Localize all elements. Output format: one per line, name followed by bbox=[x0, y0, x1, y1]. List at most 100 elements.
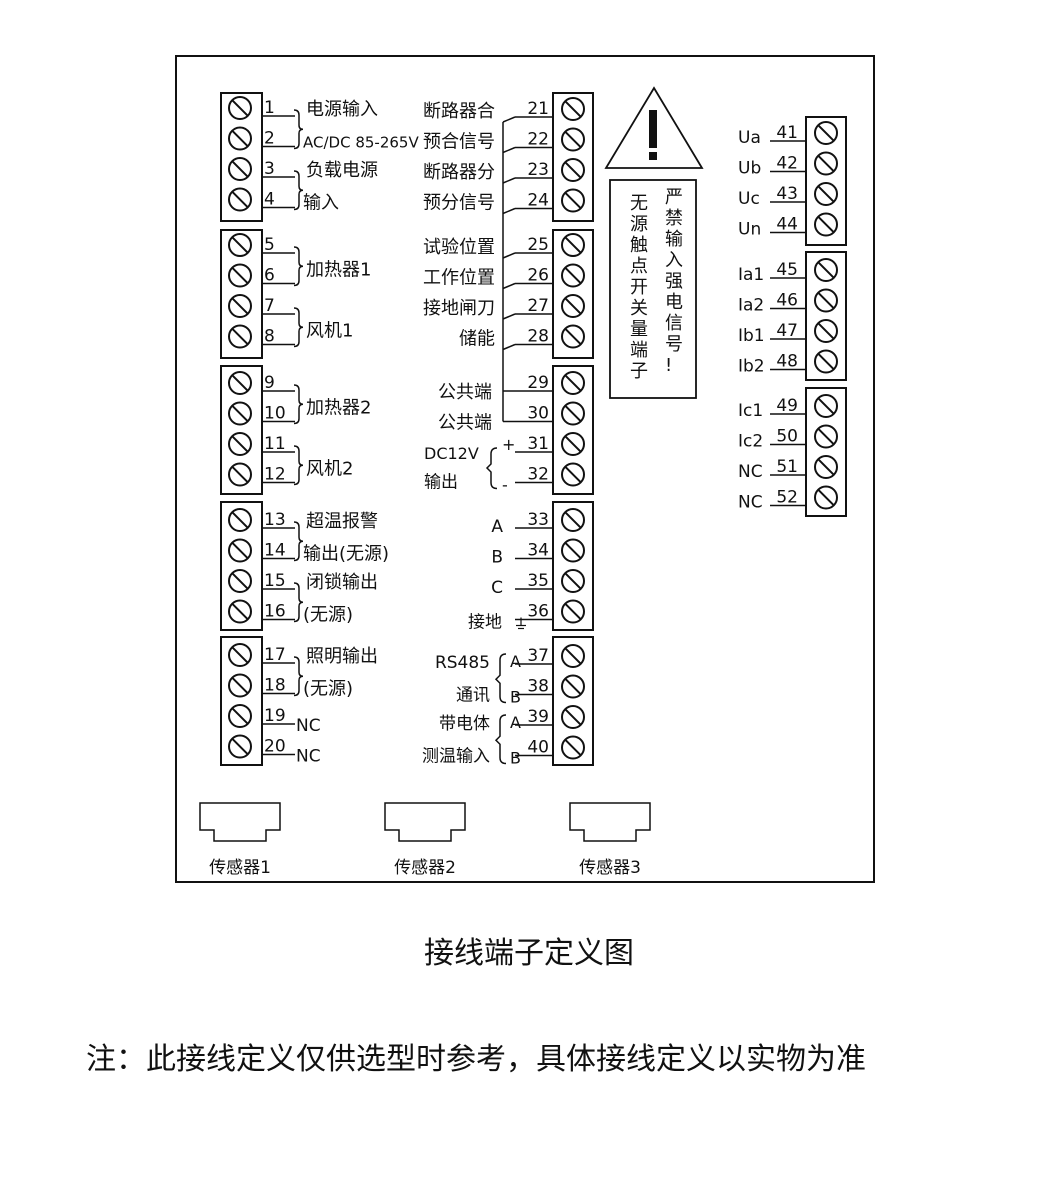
warning-icon-bar bbox=[649, 110, 657, 148]
terminal-number: 6 bbox=[264, 266, 275, 286]
terminal-number: 52 bbox=[776, 488, 798, 508]
comm-label: RS485 bbox=[435, 653, 490, 673]
footnote: 注：此接线定义仅供选型时参考，具体接线定义以实物为准 bbox=[86, 1042, 866, 1077]
terminal-number: 47 bbox=[776, 321, 798, 341]
warning-icon bbox=[604, 86, 704, 169]
terminal-number: 10 bbox=[264, 404, 286, 424]
screw-slot bbox=[564, 738, 582, 757]
screw-slot bbox=[231, 511, 249, 529]
screw-slot bbox=[564, 435, 582, 453]
warning-icon-dot bbox=[649, 152, 657, 160]
terminal-number: 34 bbox=[527, 541, 549, 561]
ab-label: B bbox=[510, 749, 521, 768]
group-label: (无源) bbox=[303, 605, 353, 626]
screw-slot bbox=[231, 602, 249, 621]
ground-label: 接地 bbox=[468, 613, 502, 633]
screw-slot bbox=[564, 191, 582, 210]
screw-slot bbox=[231, 465, 249, 484]
screw-slot bbox=[231, 129, 249, 148]
warning-text: 端 bbox=[630, 340, 648, 361]
warning-text: 强 bbox=[665, 271, 683, 292]
terminal-number: 17 bbox=[264, 645, 286, 665]
screw-slot bbox=[817, 124, 835, 142]
terminal-number: 48 bbox=[776, 352, 798, 372]
sensor-port-icon bbox=[569, 802, 651, 842]
warning-text: 源 bbox=[630, 214, 648, 235]
phase-label: Uc bbox=[738, 189, 760, 209]
terminal-number: 35 bbox=[527, 571, 549, 591]
phase-label: Ub bbox=[738, 159, 761, 179]
polarity-label: + bbox=[502, 435, 515, 454]
terminal-number: 36 bbox=[527, 602, 549, 622]
screw-slot bbox=[817, 154, 835, 173]
group-label: 超温报警 bbox=[306, 511, 378, 532]
terminal-number: 14 bbox=[264, 541, 286, 561]
group-label: AC/DC 85-265V bbox=[303, 134, 419, 152]
warning-text: 无 bbox=[630, 193, 648, 214]
group-brace bbox=[293, 307, 304, 348]
comm-label: 通讯 bbox=[456, 686, 490, 706]
terminal-number: 26 bbox=[527, 266, 549, 286]
screw-slot bbox=[564, 677, 582, 696]
screw-slot bbox=[817, 397, 835, 415]
sensor-label: 传感器2 bbox=[394, 858, 456, 878]
phase-label: Ia1 bbox=[738, 265, 764, 285]
sensor-port-icon bbox=[199, 802, 281, 842]
group-label: 输出(无源) bbox=[303, 544, 389, 565]
phase-label: Ib1 bbox=[738, 326, 765, 346]
diagram-caption: 接线端子定义图 bbox=[424, 936, 634, 971]
screw-slot bbox=[564, 236, 582, 254]
terminal-number: 29 bbox=[527, 373, 549, 393]
screw-slot bbox=[231, 99, 249, 117]
terminal-number: 3 bbox=[264, 159, 275, 179]
phase-label: Ic1 bbox=[738, 401, 763, 421]
group-label: 照明输出 bbox=[306, 646, 378, 667]
screw-slot bbox=[231, 190, 249, 209]
screw-slot bbox=[231, 572, 249, 590]
screw-slot bbox=[817, 185, 835, 203]
group-brace bbox=[293, 109, 304, 150]
group-label: 负载电源 bbox=[306, 160, 378, 181]
group-label: 风机2 bbox=[306, 458, 353, 479]
terminal-number: 33 bbox=[527, 510, 549, 530]
terminal-number: 5 bbox=[264, 235, 275, 255]
sensor-port-icon bbox=[384, 802, 466, 842]
contact-label: 储能 bbox=[459, 329, 495, 350]
contact-label: 断路器合 bbox=[423, 101, 495, 122]
screw-slot bbox=[817, 352, 835, 371]
terminal-number: 38 bbox=[527, 677, 549, 697]
switch-contact bbox=[502, 177, 516, 184]
switch-contact bbox=[502, 343, 516, 351]
terminal-number: 44 bbox=[776, 215, 798, 235]
screw-slot bbox=[817, 427, 835, 446]
group-brace bbox=[293, 246, 304, 287]
screw-slot bbox=[564, 100, 582, 118]
terminal-number: 22 bbox=[527, 130, 549, 150]
comm-label: 带电体 bbox=[439, 714, 490, 734]
terminal-number: 42 bbox=[776, 154, 798, 174]
terminal-number: 27 bbox=[527, 296, 549, 316]
terminal-number: 43 bbox=[776, 184, 798, 204]
screw-slot bbox=[564, 327, 582, 346]
screw-slot bbox=[564, 708, 582, 726]
terminal-number: 12 bbox=[264, 465, 286, 485]
contact-label: 预合信号 bbox=[423, 132, 495, 153]
group-brace bbox=[494, 653, 507, 704]
warning-text: 开 bbox=[630, 277, 648, 298]
group-brace bbox=[293, 656, 304, 697]
warning-text: 严 bbox=[665, 187, 683, 208]
switch-contact bbox=[502, 207, 516, 215]
phase-label: NC bbox=[738, 462, 763, 482]
terminal-number: 30 bbox=[527, 404, 549, 424]
phase-label: Ic2 bbox=[738, 432, 763, 452]
polarity-label: - bbox=[502, 476, 508, 495]
contact-label: 接地闸刀 bbox=[423, 298, 495, 319]
screw-slot bbox=[564, 130, 582, 149]
terminal-number: 18 bbox=[264, 676, 286, 696]
phase-label: Ib2 bbox=[738, 357, 765, 377]
phase-label: B bbox=[491, 548, 503, 568]
terminal-number: 2 bbox=[264, 129, 275, 149]
